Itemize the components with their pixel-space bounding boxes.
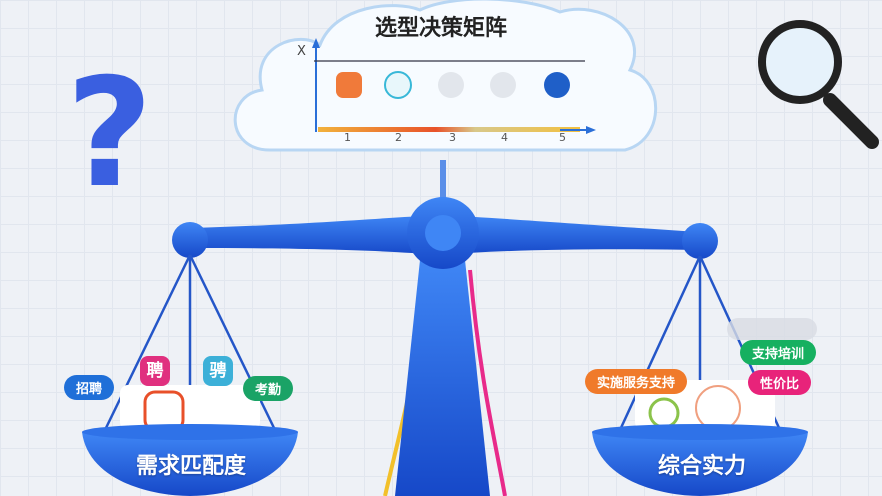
chart-tick: 4: [501, 131, 508, 144]
right-pan-label: 综合实力: [658, 454, 747, 479]
chart-tick: 2: [395, 131, 402, 144]
tag-cost-performance: 性价比: [748, 370, 812, 395]
cloud-title: 选型决策矩阵: [374, 16, 507, 41]
cloud-icons: [336, 71, 570, 99]
tag-recruiting: 招聘: [64, 375, 115, 400]
tag-training: 支持培训: [740, 340, 817, 365]
question-mark-icon: ?: [66, 47, 153, 221]
magnifier-icon: [758, 20, 879, 149]
tag-pin-pink: 聘: [140, 356, 170, 386]
tag-service-support: 实施服务支持: [585, 369, 688, 394]
chart-tick: 5: [559, 131, 566, 144]
chart-axis-label: X: [297, 44, 306, 59]
tag-pin-cyan: 骋: [203, 356, 233, 386]
tag-attendance: 考勤: [243, 376, 294, 401]
chart-tick: 1: [344, 131, 351, 144]
chart-tick: 3: [449, 131, 456, 144]
left-pan-label: 需求匹配度: [136, 454, 247, 479]
